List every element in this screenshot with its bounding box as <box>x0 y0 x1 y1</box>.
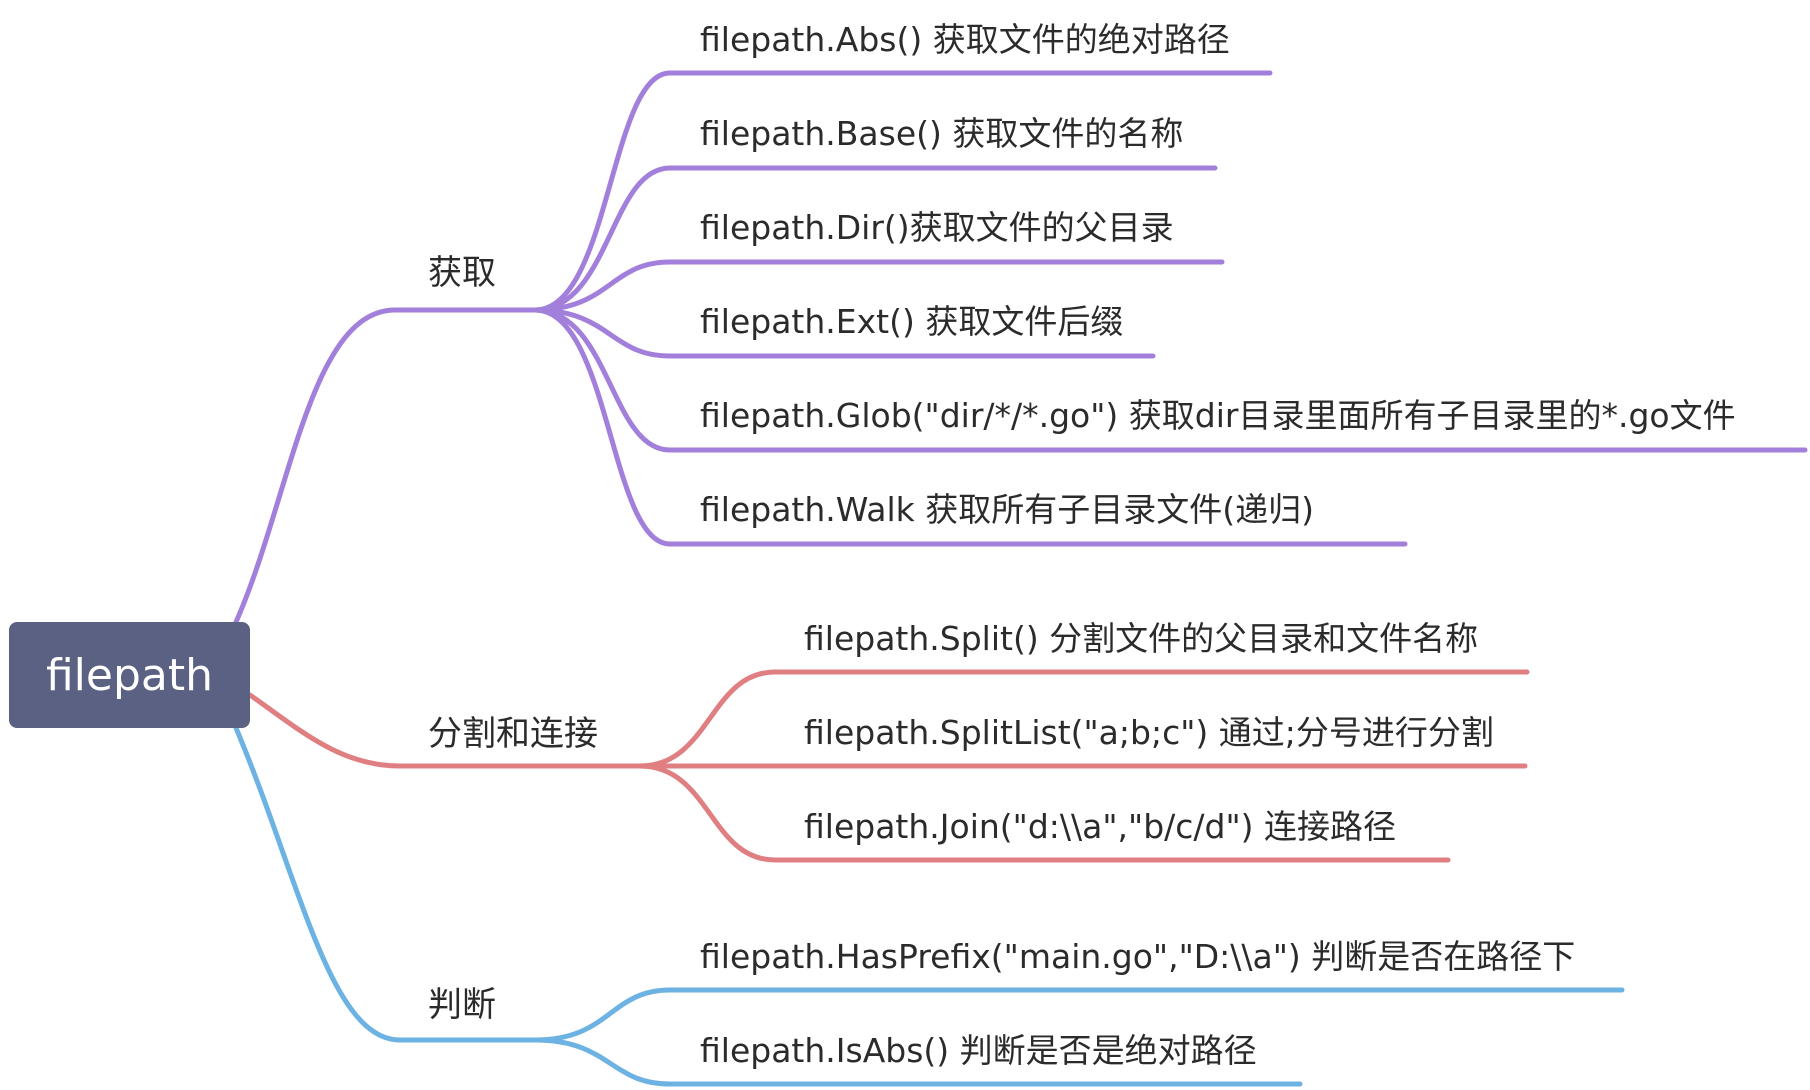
connector-root-get <box>233 307 538 625</box>
connector-split-2 <box>637 763 1451 863</box>
connector-split-0 <box>637 669 1530 769</box>
leaf-ext[interactable]: filepath.Ext() 获取文件后缀 <box>700 302 1124 341</box>
leaf-hasprefix[interactable]: filepath.HasPrefix("main.go","D:\\a") 判断… <box>700 937 1576 976</box>
leaf-abs[interactable]: filepath.Abs() 获取文件的绝对路径 <box>700 20 1230 59</box>
connector-get-1 <box>532 165 1218 313</box>
connector-judge-1 <box>532 1037 1303 1087</box>
leaf-split[interactable]: filepath.Split() 分割文件的父目录和文件名称 <box>804 619 1479 658</box>
connector-root-split <box>247 692 643 769</box>
leaf-join[interactable]: filepath.Join("d:\\a","b/c/d") 连接路径 <box>804 807 1397 846</box>
leaf-splitlist[interactable]: filepath.SplitList("a;b;c") 通过;分号进行分割 <box>804 713 1494 752</box>
leaf-base[interactable]: filepath.Base() 获取文件的名称 <box>700 114 1184 153</box>
connector-get-2 <box>532 259 1225 313</box>
connector-judge-0 <box>532 987 1625 1043</box>
connector-get-3 <box>532 307 1156 359</box>
branch-get-label[interactable]: 获取 <box>428 253 496 293</box>
leaf-glob[interactable]: filepath.Glob("dir/*/*.go") 获取dir目录里面所有子… <box>700 396 1736 435</box>
root-node[interactable]: filepath <box>9 622 250 728</box>
connector-get-0 <box>532 70 1273 313</box>
root-label: filepath <box>45 649 214 701</box>
connector-root-judge <box>233 725 538 1043</box>
leaf-dir[interactable]: filepath.Dir()获取文件的父目录 <box>700 208 1174 247</box>
branch-split-label[interactable]: 分割和连接 <box>428 714 598 754</box>
connector-get-4 <box>532 307 1808 453</box>
leaf-isabs[interactable]: filepath.IsAbs() 判断是否是绝对路径 <box>700 1031 1257 1070</box>
leaf-walk[interactable]: filepath.Walk 获取所有子目录文件(递归) <box>700 490 1315 529</box>
branch-judge-label[interactable]: 判断 <box>428 985 496 1025</box>
connector-get-5 <box>532 307 1408 547</box>
